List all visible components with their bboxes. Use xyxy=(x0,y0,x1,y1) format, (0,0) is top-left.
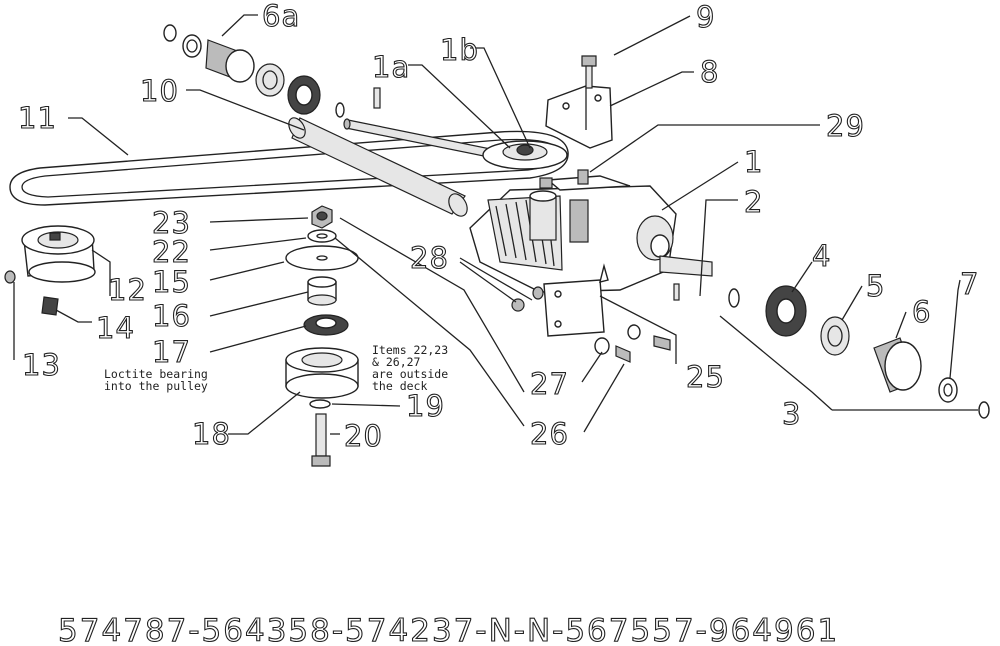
callout-13: 13 xyxy=(22,348,61,382)
callout-17: 17 xyxy=(152,335,191,369)
deck-hardware xyxy=(594,324,671,363)
callout-25: 25 xyxy=(686,360,725,394)
callout-9: 9 xyxy=(696,0,715,34)
items-note: Items 22,23 & 26,27 are outside the deck xyxy=(372,343,448,393)
callout-20: 20 xyxy=(344,419,383,453)
callout-18: 18 xyxy=(192,417,231,451)
callout-14: 14 xyxy=(96,311,135,345)
callout-3: 3 xyxy=(782,397,801,431)
callout-labels: 6a 9 8 1b 1a 10 11 29 1 2 23 22 28 4 7 1… xyxy=(17,0,979,454)
callout-4: 4 xyxy=(812,239,831,273)
leader-lines xyxy=(13,14,978,435)
callout-28: 28 xyxy=(410,241,449,275)
mounting-bracket xyxy=(543,263,609,337)
loctite-note-line-1: Loctite bearing xyxy=(104,367,208,381)
part-code-footer: 574787-564358-574237-N-N-567557-964961 xyxy=(58,613,839,646)
callout-27: 27 xyxy=(530,367,569,401)
drive-pulley-hub xyxy=(21,225,96,283)
items-note-line-4: the deck xyxy=(372,379,427,393)
callout-7: 7 xyxy=(960,267,979,301)
output-side-parts xyxy=(673,283,990,419)
callout-19: 19 xyxy=(406,389,445,423)
callout-16: 16 xyxy=(152,299,191,333)
callout-22: 22 xyxy=(152,235,191,269)
upper-bolt xyxy=(581,55,597,89)
callout-1a: 1a xyxy=(372,50,410,84)
callout-12: 12 xyxy=(108,273,147,307)
items-note-line-2: & 26,27 xyxy=(372,355,421,369)
items-note-line-3: are outside xyxy=(372,367,448,381)
loctite-note: Loctite bearing into the pulley xyxy=(104,367,208,393)
callout-6a: 6a xyxy=(262,0,300,33)
callout-15: 15 xyxy=(152,265,191,299)
idler-stack xyxy=(285,205,359,467)
callout-8: 8 xyxy=(700,55,719,89)
callout-26: 26 xyxy=(530,417,569,451)
drive-belt xyxy=(9,130,569,206)
loctite-note-line-2: into the pulley xyxy=(104,379,208,393)
callout-11: 11 xyxy=(18,101,57,135)
callout-1: 1 xyxy=(744,145,763,179)
callout-5: 5 xyxy=(866,269,885,303)
callout-6: 6 xyxy=(912,295,931,329)
items-note-line-1: Items 22,23 xyxy=(372,343,448,357)
callout-23: 23 xyxy=(152,206,191,240)
input-pulley xyxy=(482,140,568,170)
upper-gear-assembly xyxy=(163,24,381,118)
callout-10: 10 xyxy=(140,74,179,108)
callout-29: 29 xyxy=(826,109,865,143)
callout-1b: 1b xyxy=(440,33,479,67)
callout-2: 2 xyxy=(744,185,763,219)
set-screw-and-key xyxy=(4,270,59,316)
transaxle-body xyxy=(469,169,713,293)
